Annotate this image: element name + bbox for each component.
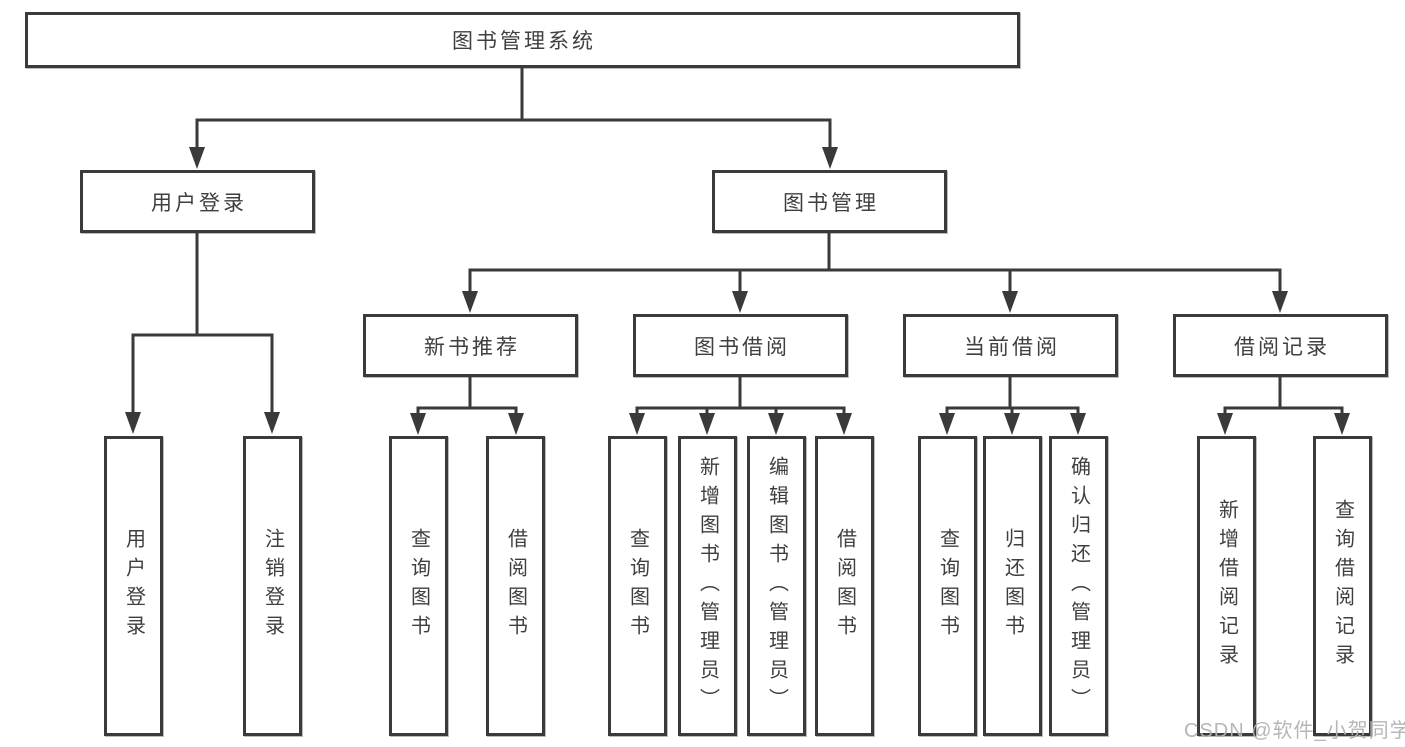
leaf-borrow-edit-admin-label: 编辑图书（管理员） bbox=[765, 455, 788, 717]
leaf-borrow-query-label: 查询图书 bbox=[626, 528, 649, 644]
node-borrow-records: 借阅记录 bbox=[1173, 314, 1388, 377]
connector-newbooks-to-leaves bbox=[416, 377, 518, 416]
connector-borrow-to-leaves bbox=[635, 377, 846, 416]
leaf-records-query-label: 查询借阅记录 bbox=[1331, 499, 1354, 673]
leaf-user-login-label: 用户登录 bbox=[122, 528, 145, 644]
leaf-logout: 注销登录 bbox=[243, 436, 302, 736]
leaf-current-query: 查询图书 bbox=[918, 436, 977, 736]
leaf-borrow-query: 查询图书 bbox=[608, 436, 667, 736]
leaf-user-login: 用户登录 bbox=[104, 436, 163, 736]
node-user-login: 用户登录 bbox=[80, 170, 315, 233]
leaf-borrow-borrow: 借阅图书 bbox=[815, 436, 874, 736]
node-book-management: 图书管理 bbox=[712, 170, 947, 233]
connector-bookmgmt-to-level3 bbox=[468, 233, 1282, 293]
leaf-borrow-borrow-label: 借阅图书 bbox=[833, 528, 856, 644]
node-new-book-recommend: 新书推荐 bbox=[363, 314, 578, 377]
node-current-borrow: 当前借阅 bbox=[903, 314, 1118, 377]
leaf-logout-label: 注销登录 bbox=[261, 528, 284, 644]
leaf-newbooks-query: 查询图书 bbox=[389, 436, 448, 736]
leaf-current-confirm-admin: 确认归还（管理员） bbox=[1049, 436, 1108, 736]
leaf-newbooks-query-label: 查询图书 bbox=[407, 528, 430, 644]
leaf-current-confirm-admin-label: 确认归还（管理员） bbox=[1067, 455, 1090, 717]
leaf-current-query-label: 查询图书 bbox=[936, 528, 959, 644]
connector-root-to-level2 bbox=[195, 68, 832, 150]
leaf-newbooks-borrow-label: 借阅图书 bbox=[504, 528, 527, 644]
leaf-borrow-edit-admin: 编辑图书（管理员） bbox=[747, 436, 806, 736]
leaf-borrow-add-admin-label: 新增图书（管理员） bbox=[696, 455, 719, 717]
connector-current-to-leaves bbox=[945, 377, 1080, 416]
connector-records-to-leaves bbox=[1223, 377, 1344, 416]
csdn-watermark: CSDN @软件_小贺同学 bbox=[1184, 720, 1405, 742]
leaf-records-add-label: 新增借阅记录 bbox=[1215, 499, 1238, 673]
leaf-records-query: 查询借阅记录 bbox=[1313, 436, 1372, 736]
leaf-current-return-label: 归还图书 bbox=[1001, 528, 1024, 644]
leaf-records-add: 新增借阅记录 bbox=[1197, 436, 1256, 736]
node-book-borrow: 图书借阅 bbox=[633, 314, 848, 377]
leaf-newbooks-borrow: 借阅图书 bbox=[486, 436, 545, 736]
connector-userlogin-to-leaves bbox=[131, 233, 274, 414]
leaf-current-return: 归还图书 bbox=[983, 436, 1042, 736]
node-root-system: 图书管理系统 bbox=[25, 12, 1020, 68]
leaf-borrow-add-admin: 新增图书（管理员） bbox=[678, 436, 737, 736]
